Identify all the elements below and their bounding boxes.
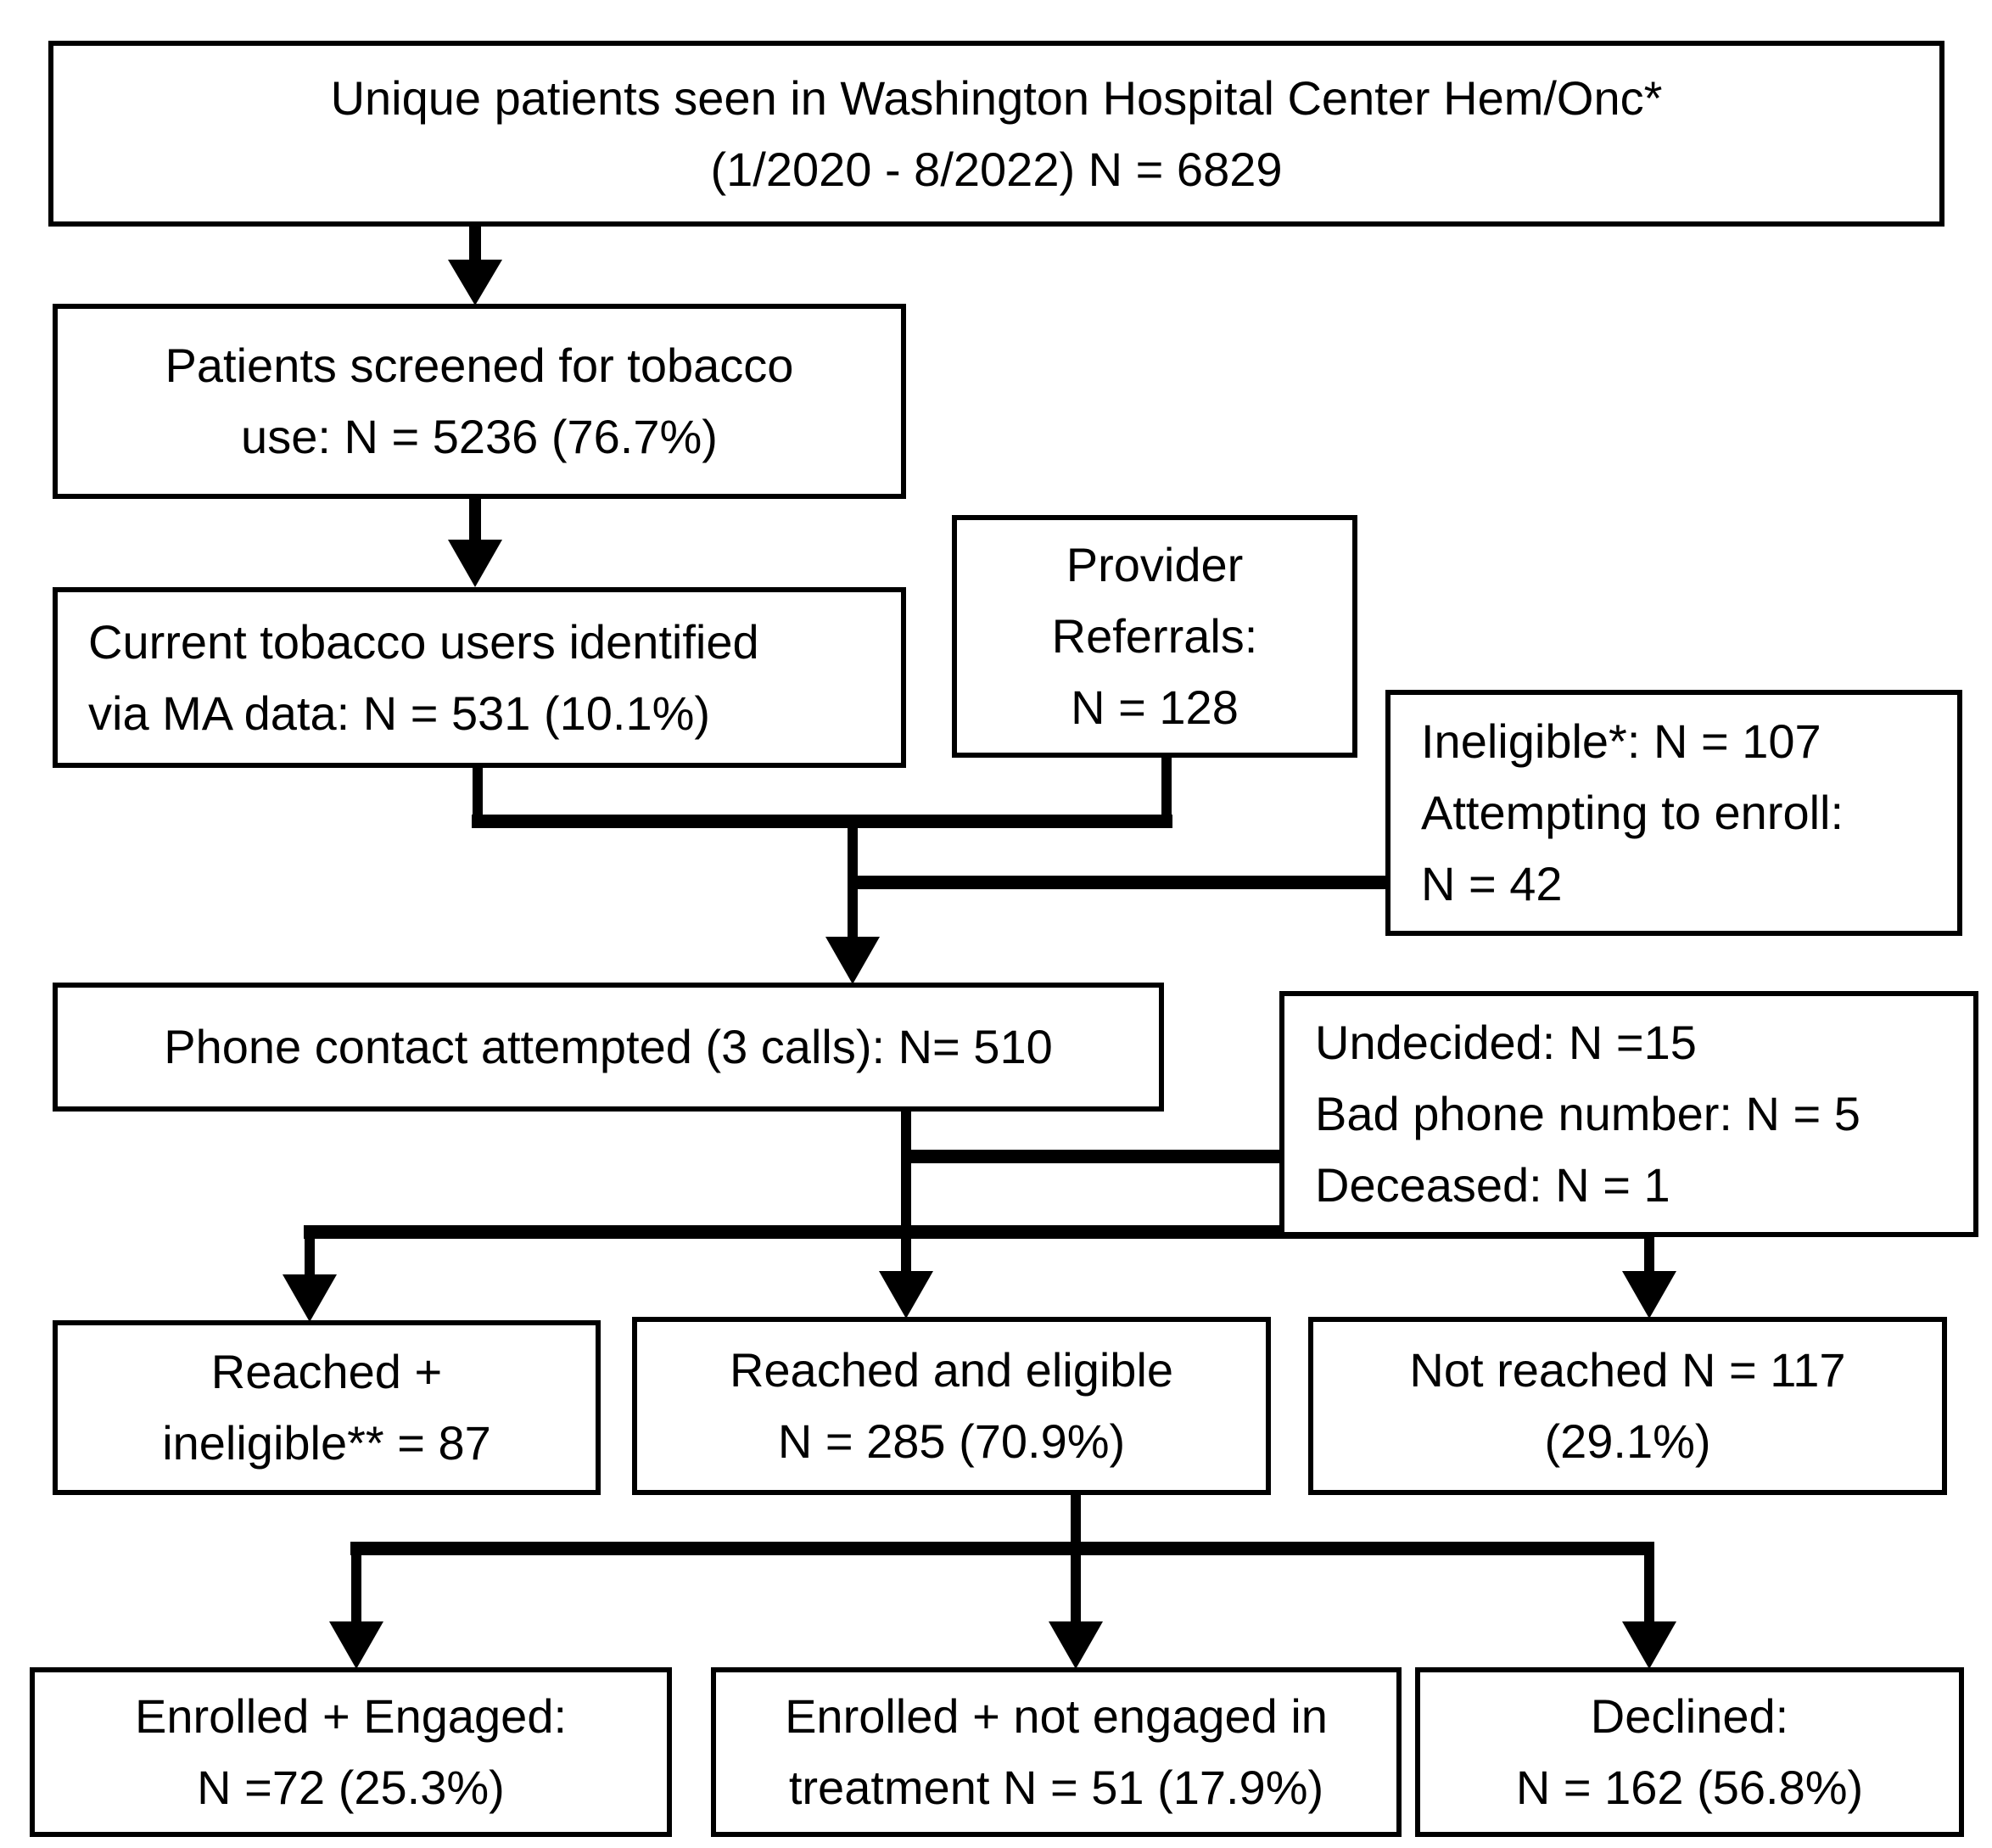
box-phone-contact: Phone contact attempted (3 calls): N= 51…	[53, 983, 1164, 1112]
box-text-line: ineligible** = 87	[162, 1416, 491, 1470]
box-enrolled-not-engaged: Enrolled + not engaged in treatment N = …	[711, 1667, 1402, 1837]
box-text-line: Referrals:	[1051, 609, 1258, 663]
box-text-line: Deceased: N = 1	[1315, 1158, 1670, 1212]
box-text-line: treatment N = 51 (17.9%)	[788, 1761, 1324, 1814]
box-text-line: Phone contact attempted (3 calls): N= 51…	[164, 1020, 1053, 1073]
box-text-line: use: N = 5236 (76.7%)	[241, 410, 718, 463]
box-text-line: N = 128	[1071, 680, 1239, 734]
box-text-line: N = 285 (70.9%)	[777, 1414, 1126, 1468]
box-text-line: (29.1%)	[1544, 1414, 1711, 1468]
box-text-line: Ineligible*: N = 107	[1421, 714, 1821, 768]
box-text-line: N =72 (25.3%)	[197, 1761, 505, 1814]
box-current-tobacco-users: Current tobacco users identified via MA …	[53, 587, 906, 768]
box-reached-ineligible: Reached + ineligible** = 87	[53, 1320, 601, 1495]
box-text-line: (1/2020 - 8/2022) N = 6829	[710, 142, 1283, 196]
box-text-line: Reached +	[210, 1345, 443, 1398]
box-ineligible: Ineligible*: N = 107 Attempting to enrol…	[1385, 690, 1962, 936]
box-text-line: Enrolled + Engaged:	[134, 1689, 568, 1743]
box-text-line: Current tobacco users identified	[88, 614, 759, 669]
box-enrolled-engaged: Enrolled + Engaged: N =72 (25.3%)	[30, 1667, 672, 1837]
box-text-line: N = 162 (56.8%)	[1515, 1761, 1864, 1814]
box-text-line: Unique patients seen in Washington Hospi…	[330, 70, 1663, 125]
box-declined: Declined: N = 162 (56.8%)	[1415, 1667, 1964, 1837]
box-undecided: Undecided: N =15 Bad phone number: N = 5…	[1279, 991, 1978, 1237]
box-provider-referrals: Provider Referrals: N = 128	[952, 515, 1357, 758]
box-text-line: Not reached N = 117	[1409, 1343, 1846, 1397]
box-text-line: Reached and eligible	[729, 1343, 1174, 1397]
box-text-line: Undecided: N =15	[1315, 1016, 1697, 1069]
box-unique-patients: Unique patients seen in Washington Hospi…	[48, 41, 1944, 227]
box-text-line: N = 42	[1421, 857, 1563, 910]
box-patients-screened: Patients screened for tobacco use: N = 5…	[53, 304, 906, 499]
box-text-line: Bad phone number: N = 5	[1315, 1087, 1861, 1140]
connector-arrowheads	[283, 260, 1676, 1669]
box-text-line: via MA data: N = 531 (10.1%)	[88, 686, 711, 740]
box-text-line: Provider	[1066, 538, 1244, 591]
box-text-line: Attempting to enroll:	[1421, 786, 1844, 839]
box-text-line: Enrolled + not engaged in	[785, 1689, 1328, 1743]
box-reached-eligible: Reached and eligible N = 285 (70.9%)	[632, 1317, 1271, 1495]
box-not-reached: Not reached N = 117 (29.1%)	[1308, 1317, 1947, 1495]
box-text-line: Patients screened for tobacco	[165, 339, 794, 392]
box-text-line: Declined:	[1590, 1689, 1789, 1743]
